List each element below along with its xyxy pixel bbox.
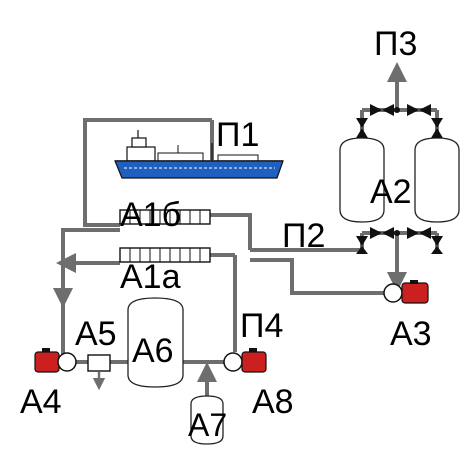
pump-icon <box>34 280 429 373</box>
vessel-a2-left <box>339 137 385 223</box>
vessel-a2-right <box>414 137 460 223</box>
tank-icon <box>339 137 460 223</box>
pipe-a4-up <box>61 228 120 355</box>
heat-exchanger-icon <box>119 209 211 263</box>
tank-a6 <box>127 297 184 388</box>
label-a5: А5 <box>75 315 117 353</box>
label-p4: П4 <box>240 307 283 345</box>
label-a7: А7 <box>188 407 227 443</box>
pipelines <box>53 62 439 397</box>
ship-icon <box>114 130 284 179</box>
label-a1a: А1а <box>120 258 181 296</box>
pump-a8 <box>223 348 267 373</box>
labels: П1 П2 П3 П4 А1б А1а А2 А3 А4 А5 А6 А7 А8 <box>20 25 432 443</box>
heat-exchanger-a1b <box>119 209 211 225</box>
label-a2: А2 <box>370 173 412 211</box>
filter-icon <box>87 354 111 372</box>
label-a8: А8 <box>252 383 294 421</box>
label-p2: П2 <box>282 217 325 255</box>
label-p3: П3 <box>374 25 417 63</box>
label-a3: А3 <box>390 315 432 353</box>
pump-a3 <box>383 280 429 304</box>
label-a4: А4 <box>20 383 62 421</box>
label-p1: П1 <box>216 116 259 154</box>
pump-a4 <box>34 348 77 373</box>
label-a6: А6 <box>132 332 174 370</box>
pipe-a3-return <box>250 258 385 295</box>
pipe-ship-left-loop <box>83 118 212 227</box>
label-a1b: А1б <box>120 196 181 234</box>
valve-icon <box>356 104 443 254</box>
heat-exchanger-a1a <box>119 247 211 263</box>
tank-a7 <box>190 395 224 445</box>
